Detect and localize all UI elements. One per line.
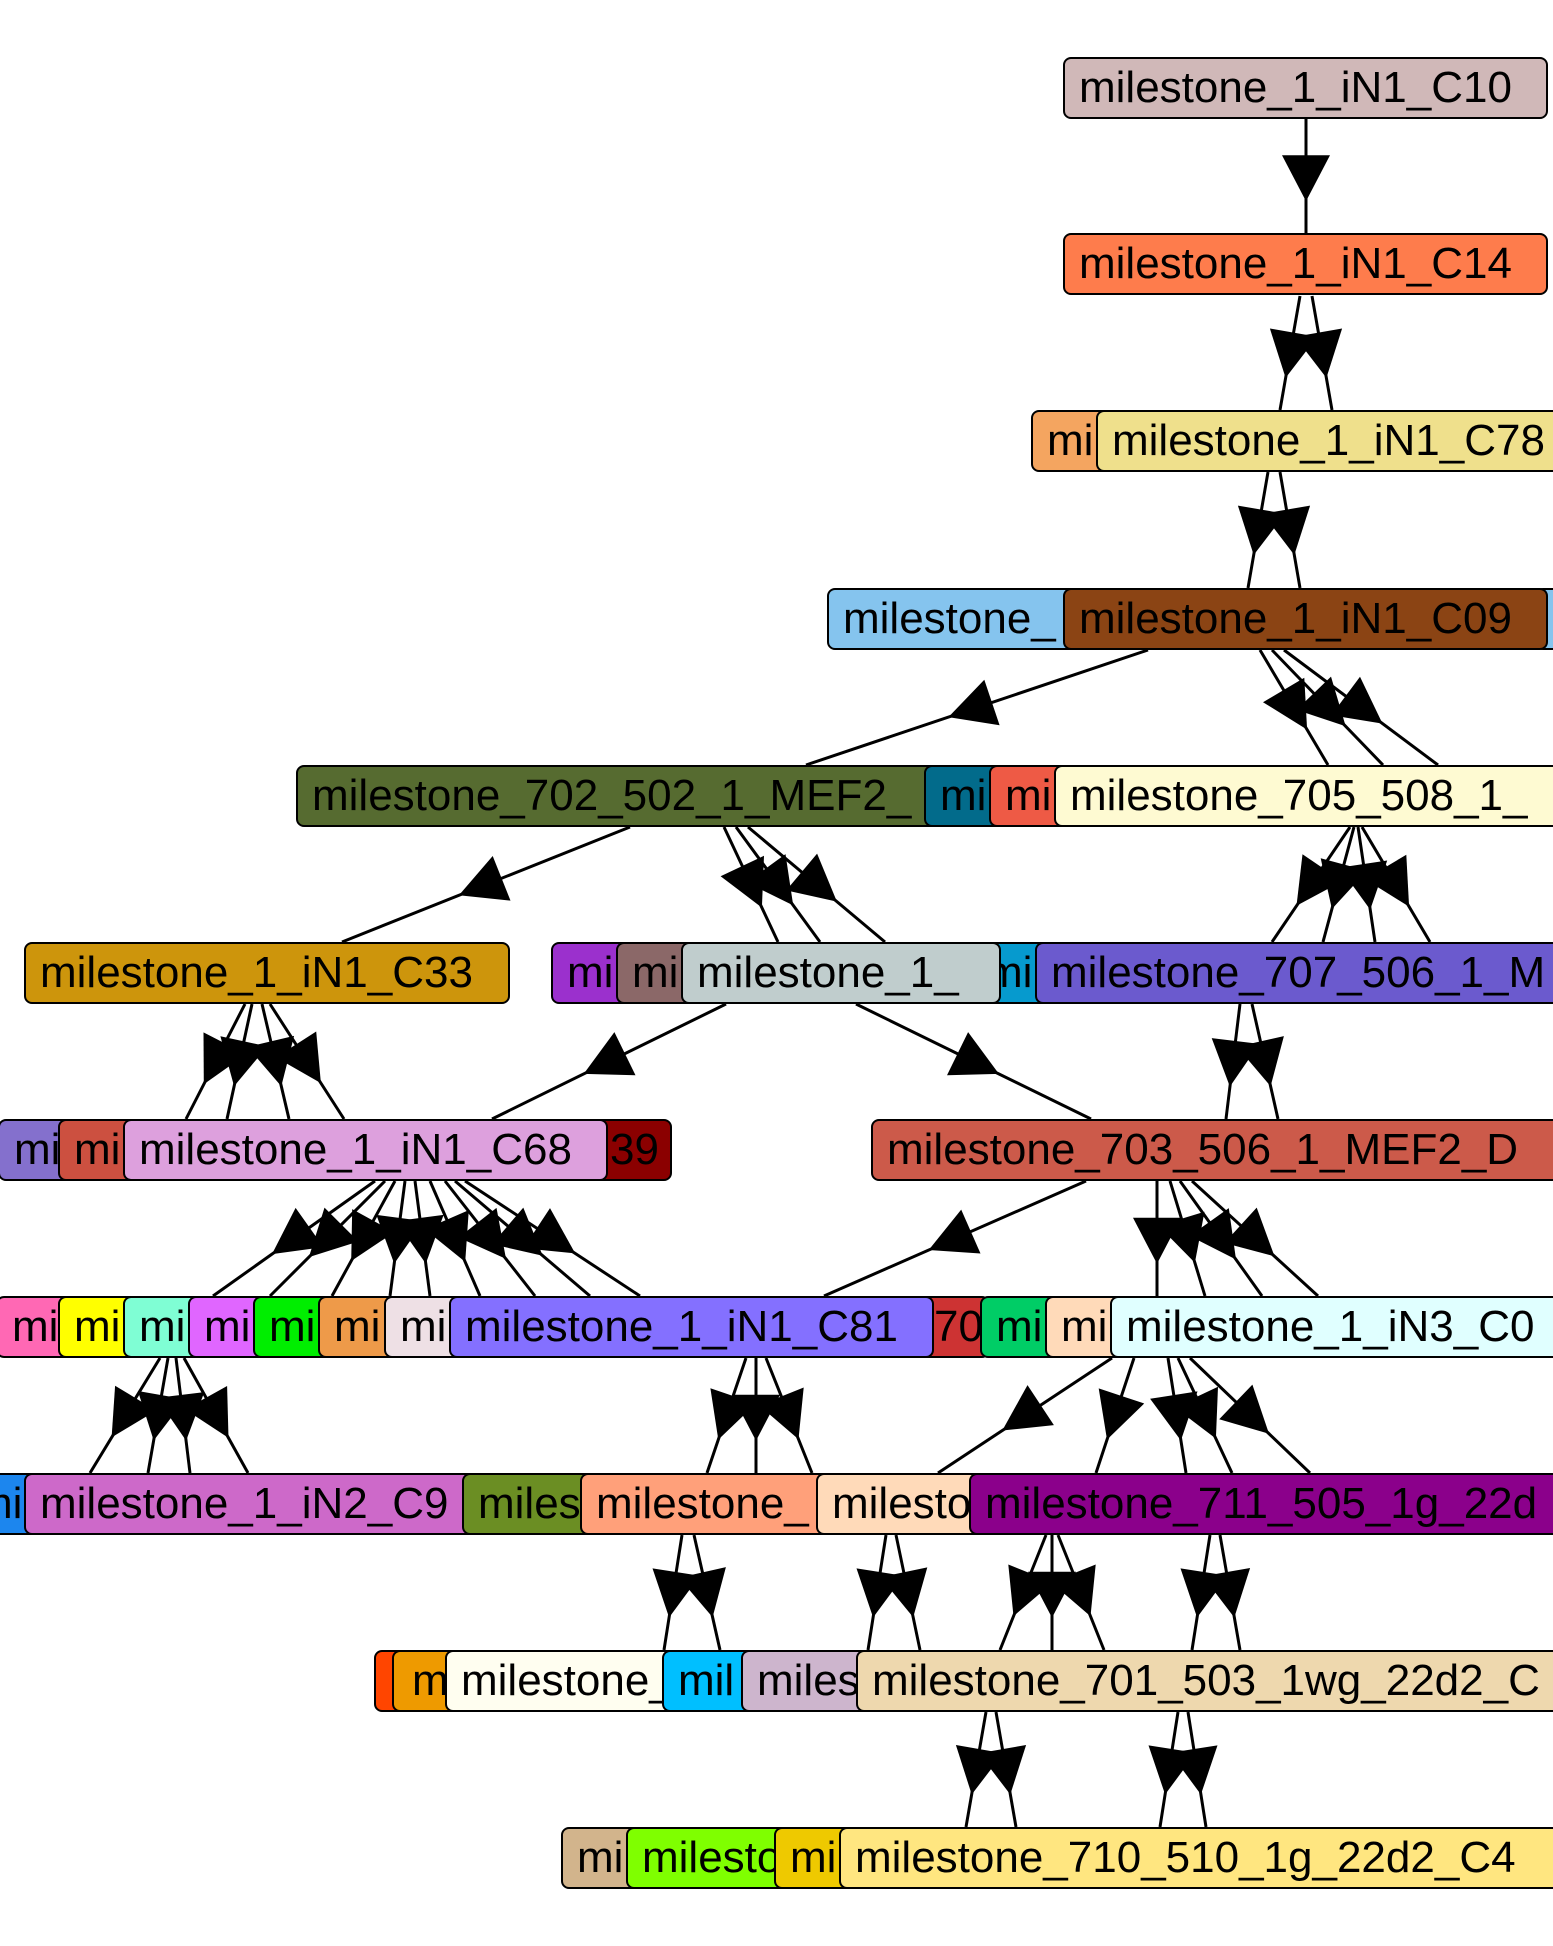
arrowhead-57 (1051, 1564, 1096, 1617)
node-m701[interactable]: milestone_701_503_1wg_22d2_C (856, 1650, 1553, 1712)
arrowhead-55 (1008, 1564, 1053, 1617)
arrowhead-26 (308, 1207, 359, 1258)
node-m703[interactable]: milestone_703_506_1_MEF2_D (871, 1119, 1553, 1181)
arrowhead-16 (1365, 854, 1410, 907)
arrowhead-27 (351, 1209, 395, 1261)
arrowhead-25 (272, 1207, 324, 1255)
node-m705[interactable]: milestone_705_508_1_ (1054, 765, 1553, 827)
arrowhead-59 (1202, 1568, 1251, 1618)
node-c9x[interactable]: milestone_1_iN2_C9 (24, 1473, 494, 1535)
arrowhead-12 (786, 853, 837, 902)
arrowhead-41 (156, 1392, 205, 1441)
arrowhead-6 (1263, 677, 1308, 730)
node-c33[interactable]: milestone_1_iN1_C33 (24, 942, 510, 1004)
arrowhead-10 (720, 855, 764, 908)
node-r6d[interactable]: milestone_1_ (681, 942, 1001, 1004)
arrowhead-33 (523, 1208, 576, 1254)
arrowhead-0 (1282, 155, 1330, 202)
node-m707[interactable]: milestone_707_506_1_M (1035, 942, 1553, 1004)
node-c14[interactable]: milestone_1_iN1_C14 (1063, 233, 1548, 295)
arrowhead-50 (1219, 1384, 1269, 1434)
arrowhead-37 (1189, 1208, 1236, 1260)
node-c78[interactable]: milestone_1_iN1_C78 (1096, 410, 1553, 472)
arrowhead-19 (203, 1032, 247, 1085)
arrowhead-21 (247, 1035, 295, 1087)
node-m710[interactable]: milestone_710_510_1g_22d2_C4 (839, 1827, 1553, 1889)
node-c0x[interactable]: milestone_1_iN3_C0 (1110, 1296, 1553, 1358)
arrowhead-36 (1158, 1211, 1205, 1263)
node-c81[interactable]: milestone_1_iN1_C81 (449, 1296, 934, 1358)
arrowhead-63 (1170, 1745, 1218, 1795)
arrowhead-38 (1224, 1207, 1275, 1257)
arrowhead-54 (880, 1567, 928, 1618)
node-r10c[interactable]: milestone_ (445, 1650, 705, 1712)
arrowhead-22 (275, 1031, 321, 1084)
node-r9c[interactable]: miles (462, 1473, 602, 1535)
arrowhead-46 (1002, 1385, 1054, 1431)
arrowhead-39 (111, 1385, 157, 1438)
arrowhead-15 (1339, 860, 1388, 910)
node-r9d[interactable]: milestone_ (580, 1473, 840, 1535)
arrowhead-34 (928, 1209, 981, 1254)
arrowhead-31 (458, 1207, 506, 1259)
arrowhead-11 (746, 854, 794, 906)
arrowhead-5 (948, 679, 1000, 726)
arrowhead-23 (583, 1032, 636, 1076)
arrowhead-2 (1294, 328, 1343, 378)
arrowhead-47 (1098, 1388, 1145, 1440)
node-c10[interactable]: milestone_1_iN1_C10 (1063, 57, 1548, 119)
node-m702[interactable]: milestone_702_502_1_MEF2_ (296, 765, 986, 827)
arrowhead-4 (1262, 505, 1311, 555)
arrowhead-49 (1174, 1386, 1218, 1439)
node-c68[interactable]: milestone_1_iN1_C68 (123, 1119, 608, 1181)
arrowhead-13 (1296, 854, 1343, 906)
arrowhead-8 (1331, 676, 1383, 724)
arrowhead-30 (424, 1210, 469, 1262)
arrowhead-9 (458, 856, 511, 901)
arrowhead-24 (947, 1032, 999, 1076)
arrowhead-18 (1237, 1036, 1284, 1087)
arrowhead-52 (679, 1567, 726, 1618)
node-c09[interactable]: milestone_1_iN1_C09 (1063, 588, 1548, 650)
arrowhead-42 (185, 1386, 229, 1438)
arrowhead-45 (759, 1387, 804, 1440)
arrowhead-61 (978, 1745, 1027, 1795)
node-m711[interactable]: milestone_711_505_1g_22d (969, 1473, 1553, 1535)
